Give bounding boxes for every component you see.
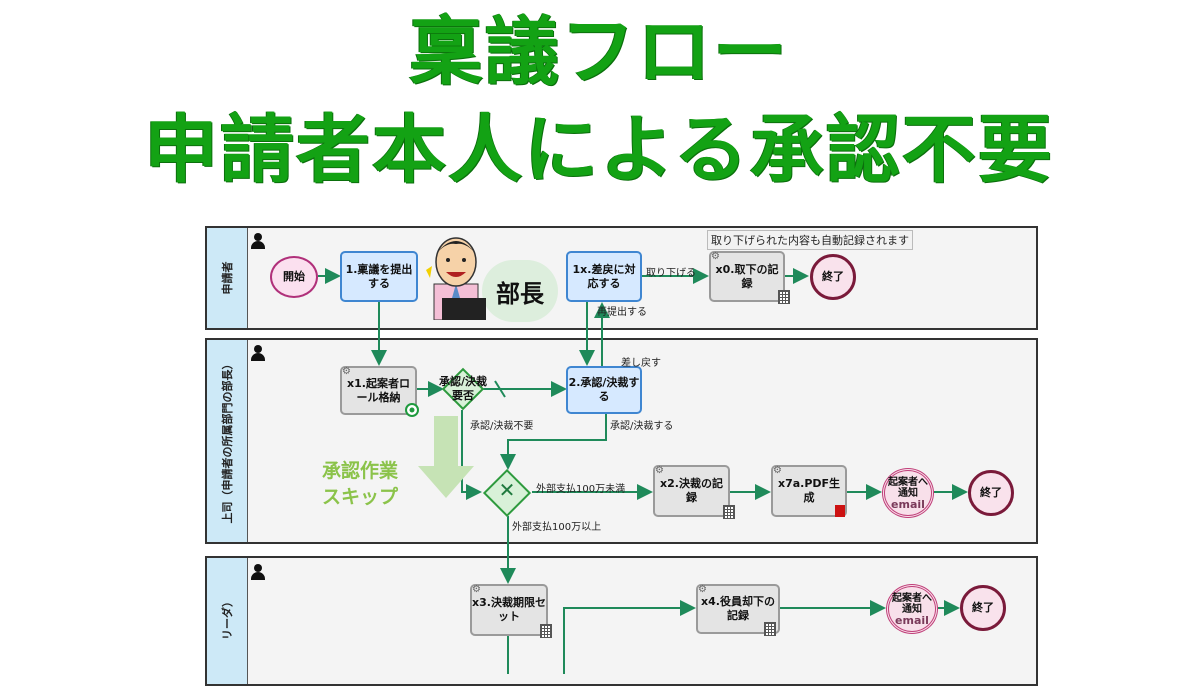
end-event-3[interactable]: 終了: [960, 585, 1006, 631]
gateway-approval-needed-label: 承認/決裁要否: [438, 375, 488, 402]
label-approve: 承認/決裁する: [610, 421, 674, 432]
end-event-1[interactable]: 終了: [810, 254, 856, 300]
skip-annotation: 承認作業 スキップ: [300, 458, 420, 510]
gear-icon: ⚙: [773, 465, 782, 476]
lane-label-leader: リーダ）: [221, 596, 234, 640]
person-icon: [251, 564, 265, 580]
skip-label-line-1: 承認作業: [321, 460, 398, 482]
person-icon: [251, 233, 265, 249]
label-not-needed: 承認/決裁不要: [470, 421, 534, 432]
notify-drafter-1[interactable]: 起案者へ通知 email: [882, 468, 934, 518]
task-record-withdrawal[interactable]: x0.取下の記録: [709, 251, 785, 302]
task-record-decision[interactable]: x2.決裁の記録: [653, 465, 730, 517]
task-approve[interactable]: 2.承認/決裁する: [566, 366, 642, 414]
person-icon: [251, 345, 265, 361]
task-submit-ringi[interactable]: 1.稟議を提出する: [340, 251, 418, 302]
gear-icon: ⚙: [472, 584, 481, 595]
task-store-drafter-role[interactable]: x1.起案者ロール格納: [340, 366, 417, 415]
label-over-1m: 外部支払100万以上: [512, 522, 602, 533]
gear-icon: ⚙: [698, 584, 707, 595]
calculator-icon: [764, 622, 776, 636]
lane-label-manager: 上司（申請者の所属部門の部長）: [221, 358, 234, 524]
calculator-icon: [778, 290, 790, 304]
gear-icon: ⚙: [342, 366, 351, 377]
boundary-event-icon: [405, 403, 419, 417]
task-set-deadline[interactable]: x3.決裁期限セット: [470, 584, 548, 636]
gear-icon: ⚙: [711, 251, 720, 262]
manager-bubble: 部長: [482, 260, 558, 322]
task-handle-sendback[interactable]: 1x.差戻に対応する: [566, 251, 642, 302]
gear-icon: ⚙: [655, 465, 664, 476]
lane-label-applicant: 申請者: [221, 261, 234, 295]
title-line-2: 申請者本人による承認不要: [144, 107, 1054, 193]
gateway-x-mark: ✕: [498, 478, 516, 502]
start-event[interactable]: 開始: [270, 256, 318, 298]
tooltip-auto-record: 取り下げられた内容も自動記録されます: [707, 230, 913, 250]
skip-label-line-2: スキップ: [321, 486, 398, 508]
calculator-icon: [723, 505, 735, 519]
notify-drafter-2[interactable]: 起案者へ通知 email: [886, 584, 938, 634]
label-resubmit: 再提出する: [597, 307, 647, 318]
label-under-1m: 外部支払100万未満: [536, 484, 626, 495]
manager-illustration: [426, 237, 486, 320]
calculator-icon: [540, 624, 552, 638]
label-withdraw: 取り下げる: [646, 268, 696, 279]
title-line-1: 稟議フロー: [409, 9, 789, 95]
pdf-icon: [835, 505, 845, 517]
end-event-2[interactable]: 終了: [968, 470, 1014, 516]
task-generate-pdf[interactable]: x7a.PDF生成: [771, 465, 847, 517]
label-sendback: 差し戻す: [621, 358, 661, 369]
skip-arrow-icon: [418, 416, 474, 498]
